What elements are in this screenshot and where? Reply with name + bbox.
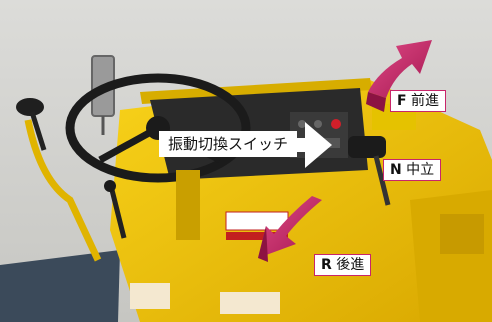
fnr-lever-knob bbox=[348, 136, 386, 158]
left-grab-bar bbox=[24, 119, 102, 262]
decal bbox=[130, 283, 170, 309]
left-lever-knob bbox=[16, 98, 44, 116]
forward-label: F 前進 bbox=[390, 90, 447, 112]
warning-sticker bbox=[225, 211, 289, 231]
vibration-switch-text: 振動切換スイッチ bbox=[168, 135, 289, 153]
neutral-letter: N bbox=[390, 162, 402, 178]
warning-sticker-band bbox=[226, 232, 288, 240]
steering-wheel bbox=[65, 73, 251, 183]
reverse-label: R 後進 bbox=[314, 254, 372, 276]
forward-arrow bbox=[368, 40, 432, 98]
right-frame-panel bbox=[440, 214, 484, 254]
reverse-arrow-side bbox=[258, 226, 268, 262]
vibration-switch-label: 振動切換スイッチ bbox=[159, 131, 298, 157]
dark-floor bbox=[0, 250, 120, 322]
left-lever-shaft bbox=[29, 111, 47, 151]
decal bbox=[220, 292, 280, 314]
neutral-label: N 中立 bbox=[383, 159, 442, 181]
panel-knob bbox=[298, 120, 306, 128]
forward-letter: F bbox=[397, 93, 407, 109]
panel-knob bbox=[314, 120, 322, 128]
steering-column bbox=[176, 170, 200, 240]
right-frame bbox=[410, 190, 492, 322]
lower-lever bbox=[109, 189, 127, 239]
forward-arrow-side bbox=[366, 92, 386, 112]
reverse-letter: R bbox=[321, 257, 332, 273]
reverse-arrow bbox=[258, 196, 322, 258]
reverse-text: 後進 bbox=[336, 257, 365, 273]
forward-text: 前進 bbox=[411, 93, 440, 109]
fnr-lever-shaft bbox=[373, 155, 391, 206]
neutral-text: 中立 bbox=[406, 162, 435, 178]
lever-knob bbox=[104, 180, 116, 192]
red-switch bbox=[331, 119, 341, 129]
